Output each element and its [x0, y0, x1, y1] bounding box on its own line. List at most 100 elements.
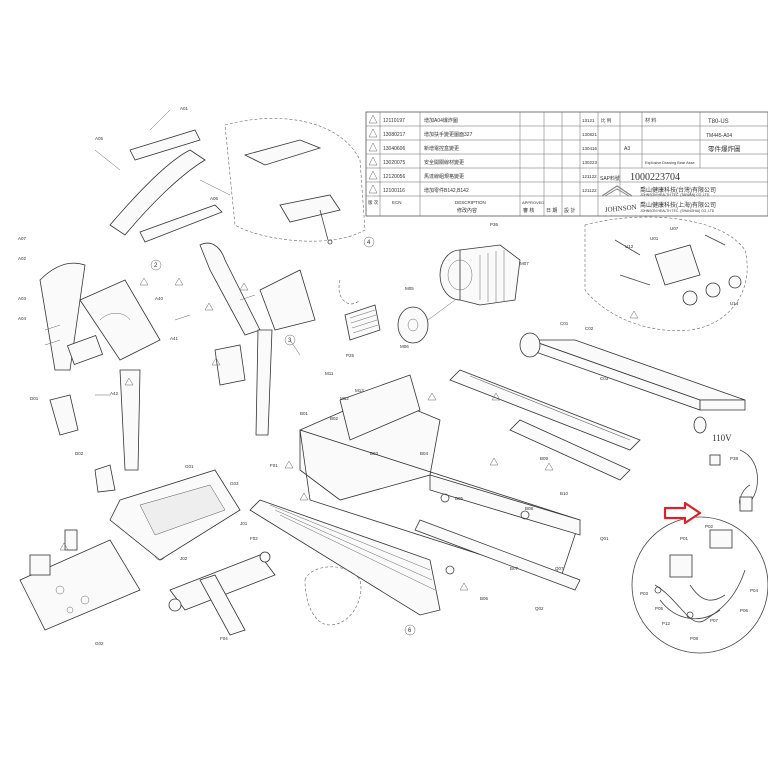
footer-review: 審 核	[523, 207, 534, 214]
rev-desc-4: 安全開關線材變更	[424, 159, 464, 166]
part-label: P25	[346, 353, 355, 358]
company-sh-en: JOHNSON HEALTH TEC. (SHANGHAI) CO.,LTD	[640, 209, 715, 213]
voltage-label: 110V	[712, 433, 732, 443]
part-label: A40	[155, 296, 164, 301]
part-label: A03	[18, 296, 27, 301]
material-label: 材 料	[645, 117, 656, 124]
part-labels: A05 A01 A06 A07 A02 A03 A04 A40 A41 A42 …	[18, 106, 759, 646]
console-handlebar-assembly	[39, 109, 316, 493]
footer-desc-zh: 修改內容	[457, 207, 477, 214]
part-label: F02	[250, 536, 258, 541]
footer-description: DESCRIPTION	[455, 200, 486, 205]
part-label: P38	[730, 456, 739, 461]
part-label: M07	[520, 261, 529, 266]
control-board	[338, 279, 381, 341]
part-label: P06	[740, 608, 749, 613]
part-label: P08	[690, 636, 699, 641]
part-label: M11	[325, 371, 334, 376]
highlight-arrow-icon	[663, 501, 702, 525]
power-cord: 110V	[709, 433, 758, 512]
console-detail-group	[224, 118, 366, 245]
part-label: B01	[300, 411, 309, 416]
rev-desc-2: 增加扶手變更圖面327	[424, 131, 473, 138]
part-label: D01	[30, 396, 39, 401]
part-label: P36	[490, 222, 499, 227]
rev-date-2: 130821	[582, 132, 598, 137]
rev-date-1: 13121	[582, 118, 595, 123]
motor-cover	[109, 469, 241, 561]
part-label: A07	[18, 236, 27, 241]
part-label: M13	[355, 388, 364, 393]
title-block: 12110197 增加A04爆炸圖 13121 13080217 增加扶手變更圖…	[365, 111, 768, 217]
part-label: A06	[210, 196, 219, 201]
part-label: G01	[185, 464, 194, 469]
part-label: B06	[480, 596, 489, 601]
rev-ecn-2: 13080217	[383, 132, 405, 138]
footer-rev: 版 次	[368, 199, 379, 206]
part-label: M12	[340, 396, 349, 401]
part-label: B02	[330, 416, 339, 421]
size-label: A3	[624, 146, 630, 152]
part-label: Q07	[555, 566, 564, 571]
callout-circle-4: 4	[363, 236, 375, 248]
part-label: C01	[560, 321, 569, 326]
part-label: A42	[110, 391, 119, 396]
drive-motor	[397, 244, 521, 344]
rev-ecn-1: 12110197	[383, 118, 405, 124]
footer-date: 日 期	[546, 208, 557, 214]
part-label: G02	[95, 641, 104, 646]
rev-date-3: 130416	[582, 146, 598, 151]
part-label: B09	[540, 456, 549, 461]
part-label: B10	[560, 491, 569, 496]
part-label: M05	[405, 286, 414, 291]
callout-2-label: 2	[154, 263, 158, 269]
part-label: J02	[180, 556, 188, 561]
main-frame	[249, 374, 581, 616]
rear-roller-detail	[584, 216, 748, 331]
title-info: 比 例 材 料 T80-US A3 TM445-A04 零件爆炸圖 Explos…	[598, 112, 768, 214]
sap-number: 1000223704	[630, 172, 680, 183]
drawing-title: 零件爆炸圖	[708, 144, 741, 153]
running-deck	[449, 332, 746, 481]
company-sh: 喬山健康科技(上海)有限公司	[640, 201, 716, 209]
part-label: Q02	[535, 606, 544, 611]
rev-date-6: 121122	[582, 188, 597, 193]
part-label: A01	[180, 106, 189, 111]
part-label: M06	[400, 344, 409, 349]
part-label: U14	[730, 301, 739, 306]
part-label: U12	[625, 244, 634, 249]
part-label: Q01	[600, 536, 609, 541]
johnson-logo: JOHNSON	[601, 185, 637, 214]
footer-approved: APPROVED	[522, 200, 544, 205]
part-label: P02	[705, 524, 714, 529]
rev-ecn-6: 12100116	[383, 188, 405, 194]
elevation-frame	[168, 551, 276, 636]
brand-logo-text: JOHNSON	[604, 203, 636, 214]
callout-6-label: 6	[408, 628, 412, 634]
footer-design: 設 計	[564, 207, 575, 214]
rev-desc-1: 增加A04爆炸圖	[424, 117, 458, 124]
part-label: P05	[655, 606, 664, 611]
part-label: A02	[18, 256, 27, 261]
warning-triangle-icons	[59, 277, 639, 591]
rev-date-4: 130223	[582, 160, 598, 165]
drawing-title-en: Explosive Drawing Bear Asse	[645, 161, 695, 165]
footer-ecn: ECN	[392, 200, 402, 205]
part-label: F04	[220, 636, 228, 641]
part-label: P07	[710, 618, 719, 623]
part-label: U07	[670, 226, 679, 231]
callout-circle-3: 3	[284, 334, 296, 346]
part-label: A41	[170, 336, 179, 341]
part-label: F01	[270, 463, 278, 468]
rev-ecn-3: 13040606	[383, 146, 405, 152]
callout-3-label: 3	[288, 338, 292, 344]
part-label: B08	[525, 506, 534, 511]
rev-desc-6: 增加零件B142,B142	[424, 187, 469, 194]
part-label: P01	[680, 536, 689, 541]
part-label: P03	[640, 591, 649, 596]
rev-desc-3: 新增電控盒變更	[424, 145, 459, 152]
rev-ecn-5: 12120056	[383, 174, 405, 180]
part-label: J01	[240, 521, 248, 526]
part-label: G03	[230, 481, 239, 486]
